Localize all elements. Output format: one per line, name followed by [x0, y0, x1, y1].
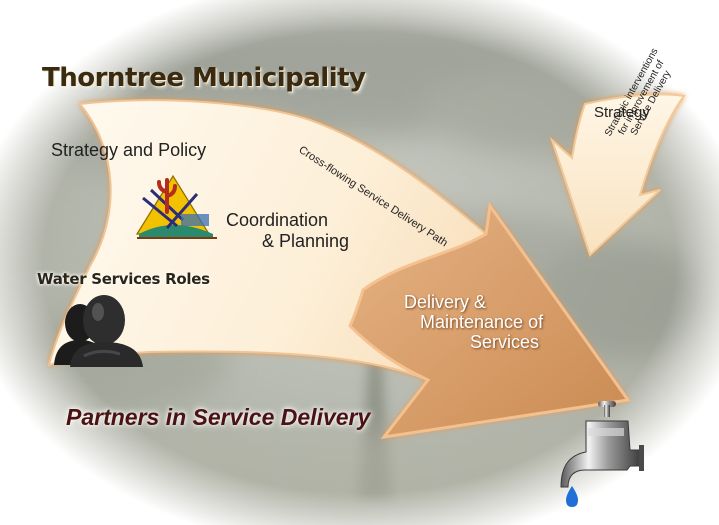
- coordination-line-1: Coordination: [226, 210, 329, 230]
- coordination-planning-label: Coordination & Planning: [226, 210, 349, 252]
- coordination-line-2: & Planning: [262, 231, 350, 251]
- delivery-arrow-head: [348, 202, 631, 440]
- delivery-maintenance-label: Delivery & Maintenance of Services: [404, 292, 543, 352]
- people-icon: [54, 295, 143, 367]
- page-title: Thorntree Municipality: [42, 63, 366, 93]
- delivery-line-3: Services: [470, 332, 540, 352]
- strategy-arrow: [549, 93, 686, 257]
- municipal-emblem-icon: [135, 174, 217, 239]
- strategy-label: Strategy: [594, 104, 650, 121]
- strategy-policy-label: Strategy and Policy: [51, 140, 207, 160]
- water-drop-icon: [566, 486, 578, 507]
- delivery-line-2: Maintenance of: [420, 312, 544, 332]
- delivery-line-1: Delivery &: [404, 292, 487, 312]
- water-services-roles-label: Water Services Roles: [37, 270, 210, 288]
- water-tap-icon: [560, 401, 644, 507]
- partners-label: Partners in Service Delivery: [66, 404, 371, 430]
